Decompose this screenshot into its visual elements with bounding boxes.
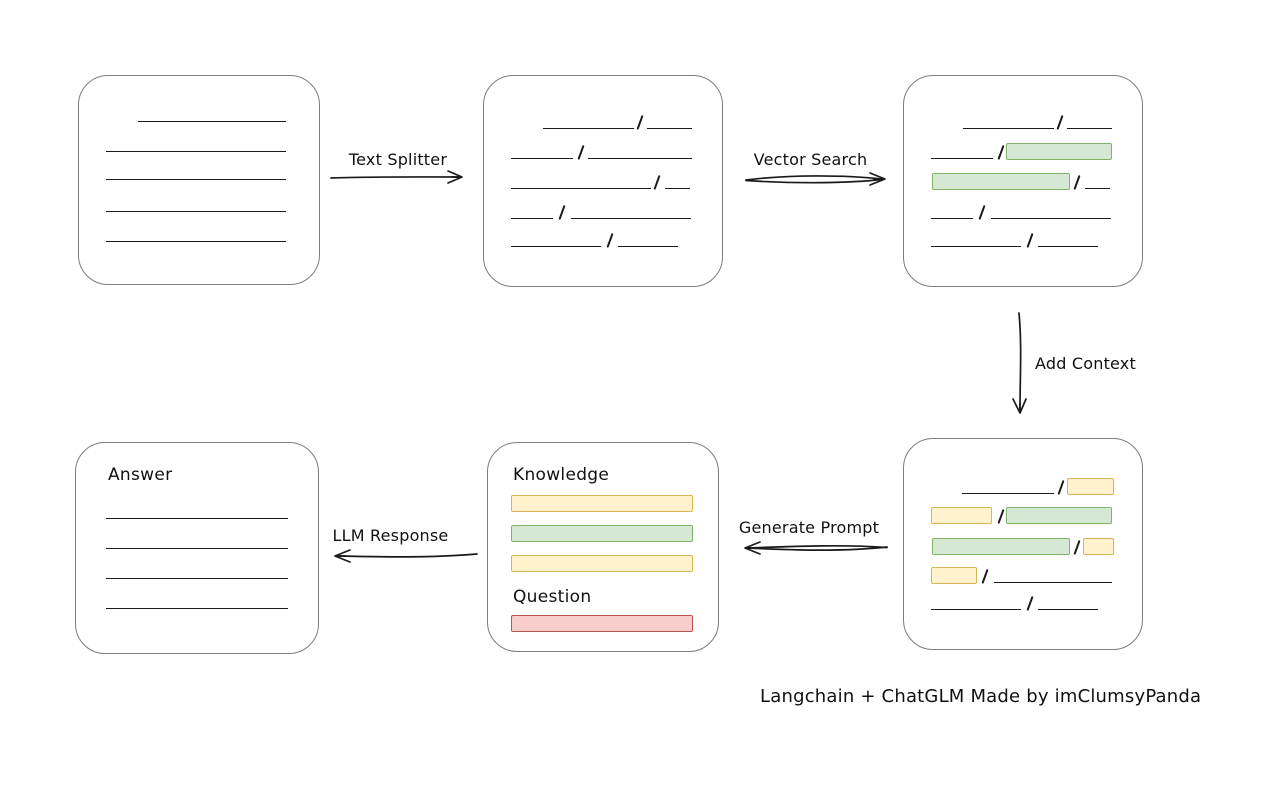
text-line [511, 158, 573, 159]
text-line [106, 548, 288, 549]
slash-separator [997, 145, 1005, 160]
slash-separator [997, 509, 1005, 524]
slash-separator [653, 175, 661, 190]
text-line [931, 158, 993, 159]
node-context-chunks[interactable] [903, 438, 1143, 650]
text-line [1038, 246, 1098, 247]
slash-separator [606, 233, 614, 248]
text-line [931, 246, 1021, 247]
node-vector-matches[interactable] [903, 75, 1143, 287]
slash-separator [978, 205, 986, 220]
slash-separator [636, 115, 644, 130]
text-line [106, 608, 288, 609]
question-label: Question [513, 587, 592, 607]
chip-yellow [931, 567, 977, 584]
vector-search-arrow [745, 172, 886, 186]
chip-green [932, 173, 1070, 190]
answer-label: Answer [108, 465, 173, 485]
text-line [963, 128, 1054, 129]
slash-separator [1026, 233, 1034, 248]
text-line [106, 241, 286, 242]
knowledge-label: Knowledge [513, 465, 610, 485]
text-line [962, 493, 1054, 494]
text-line [543, 128, 634, 129]
chip-yellow [931, 507, 992, 524]
slash-separator [1056, 115, 1064, 130]
text-line [647, 128, 692, 129]
question-bar-red [511, 615, 693, 632]
slash-separator [1073, 175, 1081, 190]
chip-green [1006, 507, 1112, 524]
generate-prompt-arrow [744, 541, 888, 555]
text-splitter-arrow [330, 170, 463, 184]
add-context-arrow-label: Add Context [1035, 354, 1136, 373]
text-line [511, 188, 651, 189]
text-line [106, 179, 286, 180]
text-line [106, 518, 288, 519]
text-line [106, 151, 286, 152]
slash-separator [981, 569, 989, 584]
node-split-chunks[interactable] [483, 75, 723, 287]
text-line [588, 158, 692, 159]
slash-separator [577, 145, 585, 160]
knowledge-bar-green [511, 525, 693, 542]
text-line [106, 211, 286, 212]
text-line [618, 246, 678, 247]
text-line [1067, 128, 1112, 129]
text-line [931, 609, 1021, 610]
slash-separator [1057, 480, 1065, 495]
node-answer[interactable]: Answer [75, 442, 319, 654]
text-line [571, 218, 691, 219]
text-splitter-arrow-label: Text Splitter [348, 150, 448, 169]
chip-yellow [1067, 478, 1114, 495]
llm-response-arrow [334, 549, 478, 563]
llm-response-arrow-label: LLM Response [332, 526, 449, 545]
text-line [511, 246, 601, 247]
chip-green [1006, 143, 1112, 160]
add-context-arrow [1012, 312, 1027, 414]
text-line [931, 218, 973, 219]
text-line [994, 582, 1112, 583]
text-line [138, 121, 286, 122]
credit-caption: Langchain + ChatGLM Made by imClumsyPand… [760, 686, 1202, 707]
slash-separator [1026, 596, 1034, 611]
vector-search-arrow-label: Vector Search [753, 150, 868, 169]
node-source-document[interactable] [78, 75, 320, 285]
chip-green [932, 538, 1070, 555]
text-line [1085, 188, 1110, 189]
generate-prompt-arrow-label: Generate Prompt [738, 518, 880, 537]
text-line [665, 188, 690, 189]
text-line [106, 578, 288, 579]
chip-yellow [1083, 538, 1114, 555]
node-prompt[interactable]: Knowledge Question [487, 442, 719, 652]
knowledge-bar-yellow [511, 555, 693, 572]
text-line [1038, 609, 1098, 610]
knowledge-bar-yellow [511, 495, 693, 512]
text-line [511, 218, 553, 219]
text-line [991, 218, 1111, 219]
slash-separator [1073, 540, 1081, 555]
slash-separator [558, 205, 566, 220]
